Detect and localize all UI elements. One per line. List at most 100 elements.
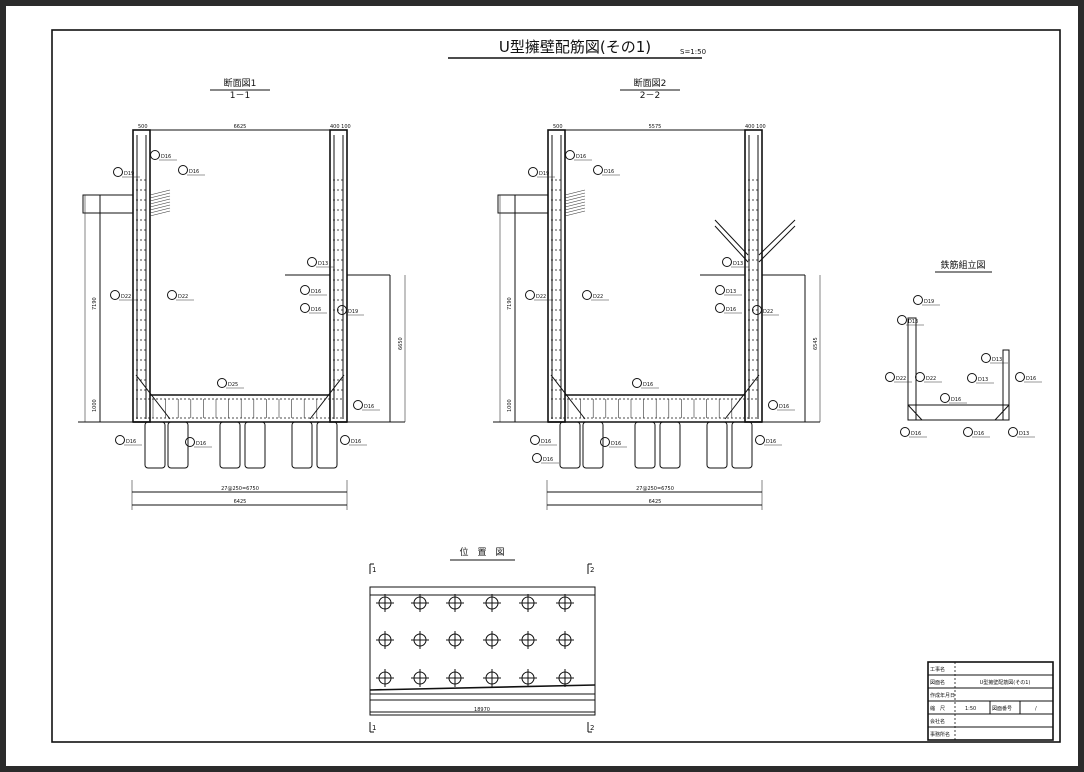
rebar-size-label: D22: [178, 294, 188, 300]
dim-bottom-total: 6425: [234, 499, 247, 505]
drawing-sheet: U型擁壁配筋図(その1) S=1:50 断面図1 1－1 断面図2 2－2 鉄筋…: [6, 6, 1078, 766]
rebar-mark-icon: [525, 290, 535, 300]
anchor-bar: [149, 189, 171, 196]
rebar-mark-icon: [115, 435, 125, 445]
anchor-bar: [564, 207, 586, 214]
dim-right-top: 400 100: [330, 124, 351, 130]
rebar-mark-icon: [530, 435, 540, 445]
assembly-title: 鉄筋組立図: [940, 259, 985, 271]
rebar-size-label: D16: [951, 397, 961, 403]
rebar-mark-icon: [167, 290, 177, 300]
haunch: [994, 404, 1010, 421]
rebar-size-label: D16: [604, 169, 614, 175]
rebar-size-label: D16: [161, 154, 171, 160]
dim-right-top: 400 100: [745, 124, 766, 130]
rebar-size-label: D19: [348, 309, 358, 315]
anchor-bar: [564, 204, 586, 211]
left-wall: [132, 129, 151, 423]
rebar-size-label: D19: [124, 171, 134, 177]
rebar-size-label: D16: [351, 439, 361, 445]
anchor-bar: [564, 201, 586, 208]
rebar-size-label: D16: [779, 404, 789, 410]
dim-bottom-span: 27@250=6750: [221, 486, 259, 492]
rebar-mark-icon: [150, 150, 160, 160]
pile: [559, 421, 581, 469]
rebar-size-label: D16: [611, 441, 621, 447]
rebar-mark-icon: [915, 372, 925, 382]
drawing-canvas: U型擁壁配筋図(その1) S=1:50 断面図1 1－1 断面図2 2－2 鉄筋…: [51, 29, 1061, 743]
haunch-bar: [309, 374, 345, 420]
anchor-bar: [149, 210, 171, 217]
rebar-mark-icon: [353, 400, 363, 410]
pile: [316, 421, 338, 469]
rebar-size-label: D13: [726, 289, 736, 295]
dim-right: 6650: [398, 337, 404, 350]
rebar-mark-icon: [178, 165, 188, 175]
rebar-mark-icon: [600, 437, 610, 447]
rebar-size-label: D22: [593, 294, 603, 300]
drawing-title: U型擁壁配筋図(その1): [499, 38, 651, 56]
anchor-bar: [564, 189, 586, 196]
dim-top-width: 5575: [649, 124, 662, 130]
pile: [706, 421, 728, 469]
rebar-mark-icon: [913, 295, 923, 305]
rebar-size-label: D16: [974, 431, 984, 437]
left-wall: [547, 129, 566, 423]
rebar-mark-icon: [110, 290, 120, 300]
rebar-mark-icon: [300, 285, 310, 295]
rebar-size-label: D13: [908, 319, 918, 325]
anchor-bar: [564, 195, 586, 202]
pile: [219, 421, 241, 469]
rebar-size-label: D13: [1019, 431, 1029, 437]
plan-length: 18970: [474, 707, 490, 713]
title-block-value: 1:50: [965, 706, 976, 712]
title-block-label: 縮 尺: [930, 705, 945, 712]
title-block-label: 図面名: [930, 679, 945, 686]
anchor-bar: [149, 195, 171, 202]
anchor-bar: [564, 198, 586, 205]
right-wall: [329, 129, 348, 423]
rebar-size-label: D13: [992, 357, 1002, 363]
rebar-size-label: D13: [733, 261, 743, 267]
dim-height: 7190: [92, 297, 98, 310]
rebar-mark-icon: [1015, 372, 1025, 382]
anchor-bar: [149, 204, 171, 211]
rebar-mark-icon: [768, 400, 778, 410]
rebar-mark-icon: [632, 378, 642, 388]
base-bar: [907, 404, 1010, 421]
rebar-size-label: D22: [536, 294, 546, 300]
title-block-label: 工事名: [930, 666, 945, 673]
section-mark-label: 1: [372, 724, 376, 732]
rebar-size-label: D16: [311, 289, 321, 295]
rebar-size-label: D16: [576, 154, 586, 160]
rebar-mark-icon: [300, 303, 310, 313]
title-block-label: 事務所名: [930, 731, 950, 738]
section1-title: 断面図1: [224, 77, 257, 89]
plan-edge: [369, 684, 596, 691]
rebar-mark-icon: [715, 303, 725, 313]
rebar-mark-icon: [715, 285, 725, 295]
rebar-mark-icon: [565, 150, 575, 160]
rebar-size-label: D16: [196, 441, 206, 447]
rebar-mark-icon: [900, 427, 910, 437]
rebar-mark-icon: [185, 437, 195, 447]
rebar-mark-icon: [307, 257, 317, 267]
anchor-bar: [149, 198, 171, 205]
v-top: [758, 225, 796, 263]
anchor-bar: [149, 201, 171, 208]
section-mark-label: 2: [590, 724, 594, 732]
rebar-size-label: D22: [896, 376, 906, 382]
section-mark-label: 2: [590, 566, 594, 574]
rebar-mark-icon: [217, 378, 227, 388]
dim-left-top: 500: [553, 124, 563, 130]
rebar-mark-icon: [528, 167, 538, 177]
rebar-mark-icon: [113, 167, 123, 177]
haunch-bar: [550, 374, 586, 420]
dim-left-top: 500: [138, 124, 148, 130]
dim-bottom-total: 6425: [649, 499, 662, 505]
